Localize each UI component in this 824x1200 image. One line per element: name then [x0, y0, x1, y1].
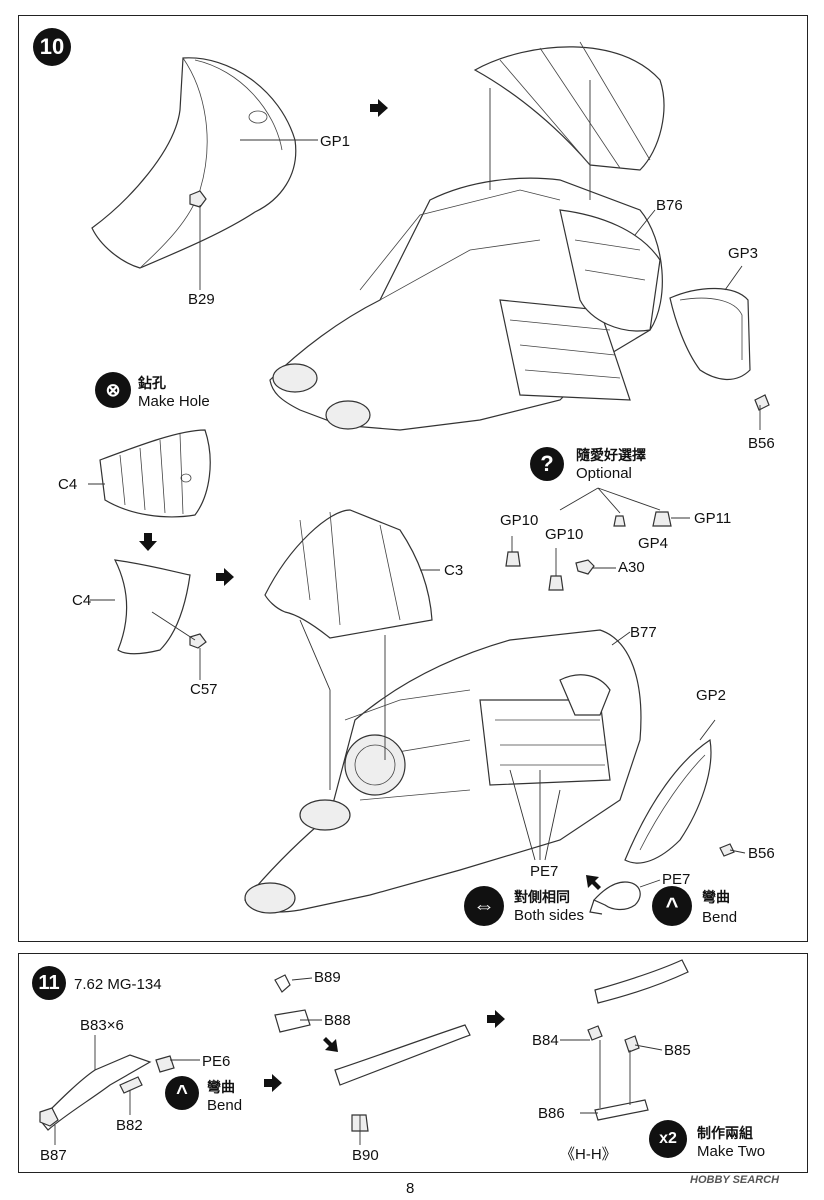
- step-10-leader-lines: [88, 80, 761, 888]
- both-sides-cjk: 對側相同: [514, 889, 570, 905]
- question-icon: ?: [530, 447, 564, 481]
- step-11-panel: [18, 953, 808, 1173]
- step-11-title: 7.62 MG-134: [74, 976, 162, 993]
- c4-vent-panel-drawing: [99, 429, 211, 518]
- page-number: 8: [406, 1180, 415, 1197]
- section-label-hh: 《H-H》: [560, 1146, 617, 1163]
- part-label-b84: B84: [532, 1032, 559, 1049]
- part-label-b29: B29: [188, 291, 215, 308]
- part-label-b87: B87: [40, 1147, 67, 1164]
- c3-panel-drawing: [264, 509, 433, 639]
- bend-icon-step11: ^: [165, 1076, 199, 1110]
- upper-fuselage-drawing: [269, 41, 770, 431]
- part-label-gp3: GP3: [728, 245, 759, 262]
- gp1-canopy-drawing: [91, 57, 297, 269]
- part-label-b83: B83×6: [80, 1017, 124, 1034]
- part-label-gp1: GP1: [320, 133, 351, 150]
- bend-cjk: 彎曲: [702, 889, 730, 905]
- lower-fuselage-drawing: [244, 629, 735, 914]
- step-11-number: 11: [32, 966, 66, 1000]
- part-label-b90: B90: [352, 1147, 379, 1164]
- step-11-illustration: [39, 959, 689, 1145]
- part-label-c3: C3: [444, 562, 464, 579]
- part-label-gp4: GP4: [638, 535, 669, 552]
- part-label-b82: B82: [116, 1117, 143, 1134]
- part-label-c57: C57: [190, 681, 218, 698]
- part-label-pe7-a: PE7: [530, 863, 559, 880]
- watermark: HOBBY SEARCH: [690, 1174, 780, 1186]
- part-label-b88: B88: [324, 1012, 351, 1029]
- part-label-b56-top: B56: [748, 435, 775, 452]
- c4-c57-drawing: [113, 559, 207, 655]
- make-two-icon: x2: [649, 1120, 687, 1158]
- bend-cjk-step11: 彎曲: [207, 1079, 235, 1095]
- optional-en: Optional: [576, 465, 632, 482]
- part-label-b89: B89: [314, 969, 341, 986]
- optional-cjk: 隨愛好選擇: [576, 447, 646, 463]
- part-label-a30: A30: [618, 559, 645, 576]
- part-label-c4-a: C4: [58, 476, 78, 493]
- part-label-b85: B85: [664, 1042, 691, 1059]
- bend-icon: ^: [652, 886, 692, 926]
- make-hole-en: Make Hole: [138, 393, 210, 410]
- part-label-gp10-b: GP10: [545, 526, 584, 543]
- bend-en-step11: Bend: [207, 1097, 243, 1114]
- drill-icon: ⊗: [95, 372, 131, 408]
- part-label-pe7-b: PE7: [662, 871, 691, 888]
- both-sides-en: Both sides: [514, 907, 585, 924]
- part-label-b86: B86: [538, 1105, 565, 1122]
- make-hole-cjk: 鉆孔: [138, 375, 166, 391]
- part-label-pe6: PE6: [202, 1053, 231, 1070]
- pe7-part-drawing: [589, 881, 641, 915]
- make-two-en: Make Two: [697, 1143, 766, 1160]
- make-two-cjk: 制作兩組: [697, 1125, 753, 1141]
- step-10-panel: [18, 15, 808, 942]
- bend-en: Bend: [702, 909, 738, 926]
- part-label-gp2: GP2: [696, 687, 727, 704]
- optional-parts-drawing: [505, 487, 672, 591]
- part-label-c4-b: C4: [72, 592, 92, 609]
- part-label-gp11: GP11: [694, 510, 732, 527]
- part-label-b76: B76: [656, 197, 683, 214]
- flow-arrows: [139, 99, 601, 1092]
- part-label-gp10-a: GP10: [500, 512, 539, 529]
- part-label-b56-bottom: B56: [748, 845, 775, 862]
- step-10-number: 10: [33, 28, 71, 66]
- part-label-b77: B77: [630, 624, 657, 641]
- both-sides-icon: ⇔: [464, 886, 504, 926]
